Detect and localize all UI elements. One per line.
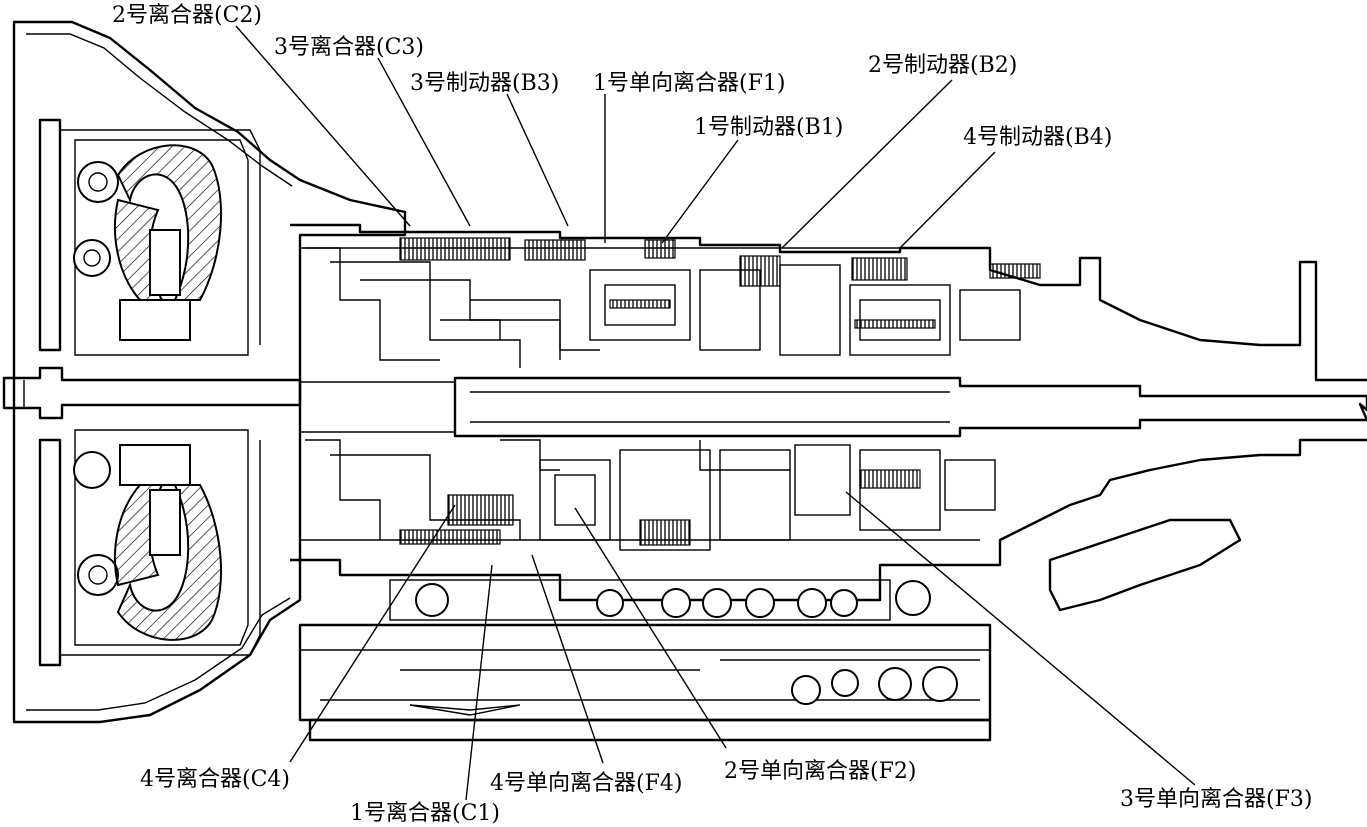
label-c1: 1号离合器(C1) — [350, 801, 500, 826]
leader-c1 — [465, 564, 493, 801]
main-case — [290, 223, 1367, 612]
leader-b3 — [506, 93, 569, 227]
label-c3: 3号离合器(C3) — [274, 35, 424, 60]
label-b4: 4号制动器(B4) — [963, 125, 1112, 150]
label-c4: 4号离合器(C4) — [140, 767, 290, 792]
leader-b2 — [781, 79, 953, 249]
input-shaft — [2, 366, 302, 420]
label-b1: 1号制动器(B1) — [694, 115, 843, 140]
lower-gear-sets — [305, 439, 996, 551]
leader-b4 — [899, 151, 996, 249]
leader-c2 — [235, 25, 411, 227]
leader-f2 — [574, 507, 727, 749]
upper-gear-sets — [305, 237, 1041, 368]
label-c2: 2号离合器(C2) — [112, 3, 262, 28]
label-b2: 2号制动器(B2) — [868, 53, 1017, 78]
label-b3: 3号制动器(B3) — [410, 71, 559, 96]
component-labels: 2号离合器(C2) 3号离合器(C3) 3号制动器(B3) 1号单向离合器(F1… — [112, 3, 1312, 826]
label-f4: 4号单向离合器(F4) — [490, 771, 682, 796]
label-f2: 2号单向离合器(F2) — [724, 759, 916, 784]
converter-vanes — [113, 144, 223, 641]
leader-lines — [235, 25, 1196, 801]
output-shaft — [300, 376, 1367, 438]
valve-body — [298, 579, 992, 742]
label-f1: 1号单向离合器(F1) — [593, 71, 785, 96]
transmission-drawing — [2, 20, 1367, 742]
leader-f4 — [531, 554, 604, 764]
leader-f3 — [845, 491, 1196, 786]
leader-b1 — [661, 139, 739, 244]
leader-c3 — [377, 57, 471, 227]
label-f3: 3号单向离合器(F3) — [1120, 787, 1312, 812]
leader-c4 — [289, 504, 456, 763]
